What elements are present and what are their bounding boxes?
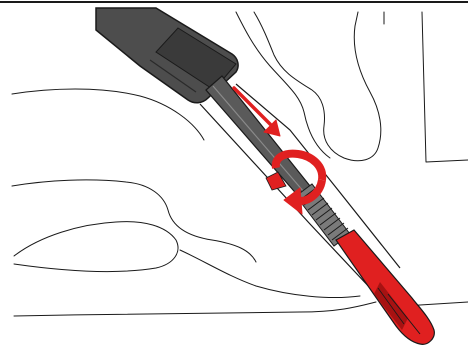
tool-shaft [206, 76, 310, 198]
tool-shaft-highlight [213, 86, 304, 192]
red-grip [336, 230, 434, 344]
left-housing-outline [12, 89, 204, 140]
rotation-arrowhead [284, 188, 302, 214]
inner-lobe-outline [14, 222, 178, 272]
left-housing-lower [12, 180, 256, 262]
tool [96, 8, 310, 198]
sleeve-outline-right [236, 84, 400, 268]
side-outline [180, 250, 360, 298]
device-outline [12, 12, 468, 316]
right-panel-outline [422, 12, 468, 162]
upper-housing-outline [254, 12, 381, 161]
red-grip-body [336, 230, 434, 344]
base-line [14, 302, 376, 316]
sleeve-outline-left [200, 104, 372, 290]
